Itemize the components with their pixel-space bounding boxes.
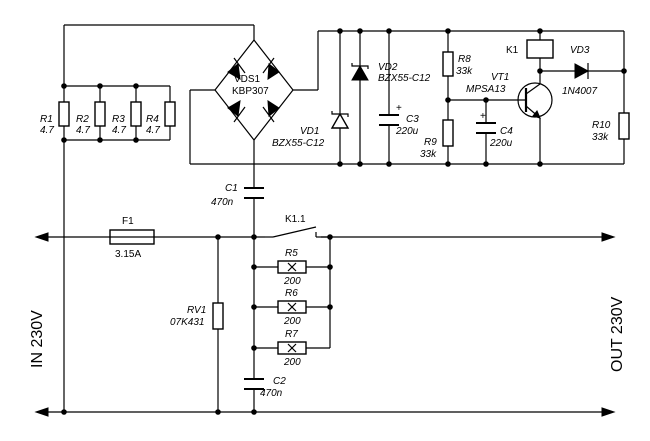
arrow-out-bottom [601,407,616,417]
r2-ref: R2 [76,114,89,125]
vd3-ref: VD3 [570,45,590,56]
vd1-value: BZX55-C12 [272,138,325,149]
f1-value: 3.15A [115,249,141,260]
r8-value: 33k [456,66,473,77]
resistor-r4: R4 4.7 [146,101,176,136]
r6-ref: R6 [285,288,298,299]
vt1-value: MPSA13 [466,84,506,95]
input-terminal-label: IN 230V [29,310,46,368]
c3-value: 220u [395,126,419,137]
capacitor-c2: C2 470n [244,376,286,399]
f1-ref: F1 [122,216,134,227]
r3-value: 4.7 [112,125,126,136]
zener-diode-vd2: VD2 BZX55-C12 [351,62,431,84]
vd2-value: BZX55-C12 [378,73,431,84]
r3-ref: R3 [112,114,125,125]
vds1-ref: VDS1 [234,74,261,85]
vt1-ref: VT1 [491,72,509,83]
r1-ref: R1 [40,114,53,125]
vd3-value: 1N4007 [562,86,597,97]
resistor-r9: R9 33k [420,119,454,160]
arrow-out-top [601,232,616,242]
transistor-vt1: VT1 MPSA13 [466,72,553,119]
diode-vd3: VD3 1N4007 [562,45,597,97]
arrow-in-top [34,232,49,242]
zener-diode-vd1: VD1 BZX55-C12 [272,111,350,149]
c4-polarity: + [480,111,486,122]
c4-value: 220u [489,138,513,149]
resistor-r5: R5 200 [277,248,307,287]
output-terminal-label: OUT 230V [609,296,626,372]
r7-ref: R7 [285,329,298,340]
rv1-ref: RV1 [187,305,206,316]
capacitor-c4: + C4 220u [476,111,513,149]
r9-ref: R9 [424,137,437,148]
c3-ref: C3 [406,114,419,125]
resistor-r7: R7 200 [277,329,307,368]
k11-ref: K1.1 [285,214,306,225]
resistor-r8: R8 33k [442,51,473,77]
r5-value: 200 [283,276,301,287]
r8-ref: R8 [458,54,471,65]
c1-value: 470n [211,197,234,208]
c3-polarity: + [396,103,402,114]
varistor-rv1: RV1 07K431 [170,302,224,330]
resistor-r3: R3 4.7 [112,101,142,136]
k1-ref: K1 [506,45,519,56]
resistor-r10: R10 33k [592,112,630,143]
r6-value: 200 [283,316,301,327]
r1-value: 4.7 [40,125,54,136]
c4-ref: C4 [500,126,513,137]
fuse-f1: F1 3.15A [109,216,155,260]
r4-value: 4.7 [146,125,160,136]
relay-contact-k1-1: K1.1 [265,214,330,242]
resistor-r2: R2 4.7 [76,101,106,136]
r10-value: 33k [592,132,609,143]
r5-ref: R5 [285,248,298,259]
rv1-value: 07K431 [170,317,204,328]
vd1-ref: VD1 [300,126,319,137]
junctions [61,28,627,415]
relay-coil-k1: K1 [506,39,554,59]
r4-ref: R4 [146,114,159,125]
resistor-r1: R1 4.7 [40,101,70,136]
capacitor-c3: + C3 220u [379,103,419,137]
vds1-value: KBP307 [232,86,269,97]
r7-value: 200 [283,357,301,368]
arrow-in-bottom [34,407,49,417]
terminal-arrows [34,232,616,417]
r2-value: 4.7 [76,125,90,136]
c2-ref: C2 [273,376,286,387]
vd2-ref: VD2 [378,62,398,73]
r9-value: 33k [420,149,437,160]
c2-value: 470n [260,388,283,399]
bridge-rectifier-vds1: VDS1 KBP307 [214,39,294,141]
capacitor-c1: C1 470n [211,183,264,208]
c1-ref: C1 [225,183,238,194]
resistor-r6: R6 200 [277,288,307,327]
r10-ref: R10 [592,120,611,131]
